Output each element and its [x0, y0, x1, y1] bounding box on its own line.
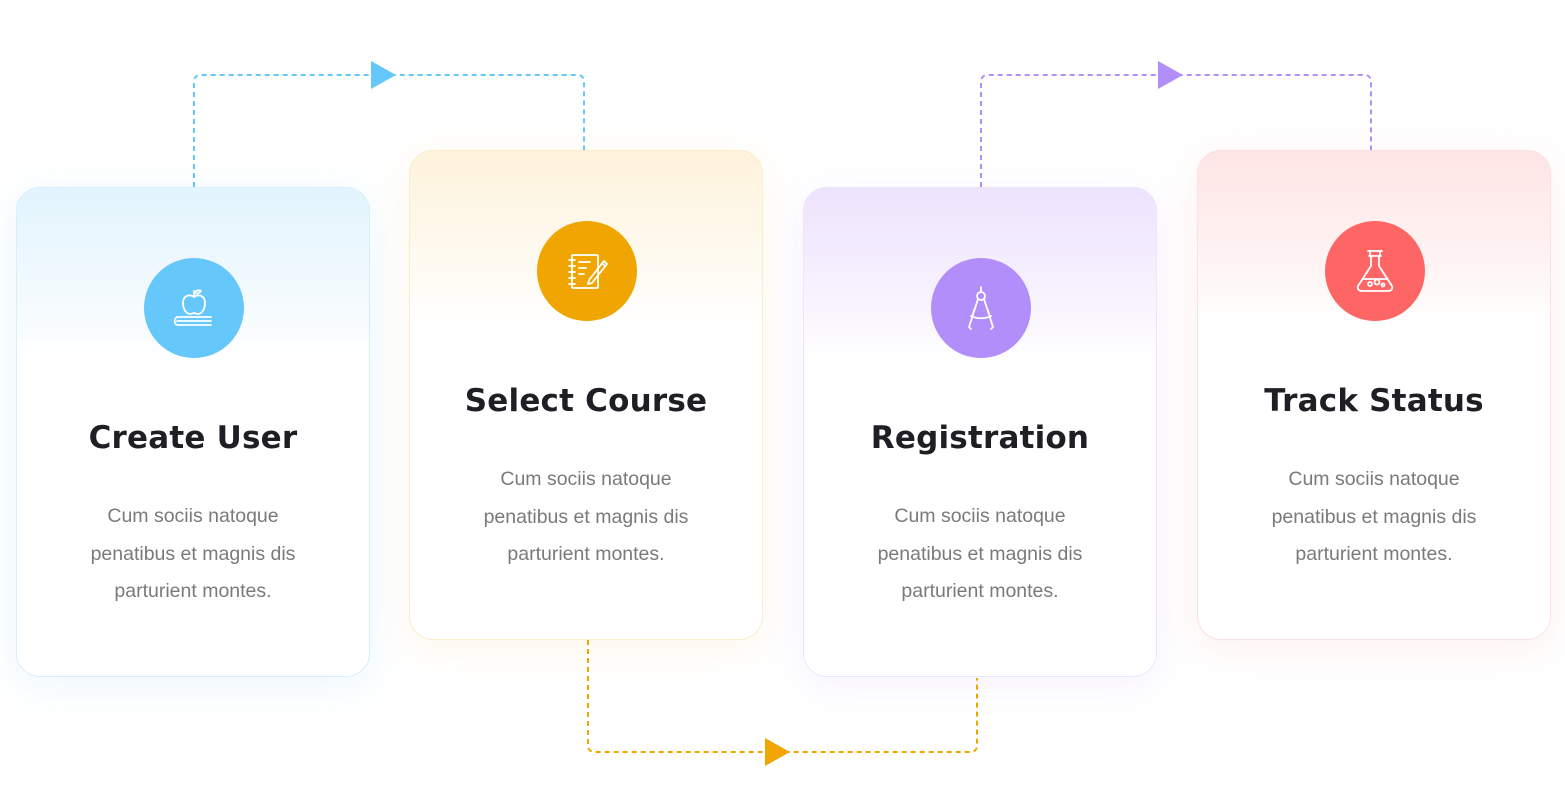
step-card-track-status[interactable]: Track Status Cum sociis natoque penatibu…: [1197, 150, 1551, 640]
arrow-right-icon: [371, 61, 396, 89]
step-title: Registration: [870, 420, 1090, 456]
step-icon-badge: [931, 258, 1031, 358]
step-icon-badge: [1325, 221, 1425, 321]
step-title: Create User: [88, 420, 298, 456]
step-description: Cum sociis natoque penatibus et magnis d…: [90, 505, 296, 602]
arrow-right-icon: [765, 738, 790, 766]
step-title: Track Status: [1264, 383, 1484, 419]
step-icon-badge: [144, 258, 244, 358]
step-card-select-course[interactable]: Select Course Cum sociis natoque penatib…: [409, 150, 763, 640]
drawing-compass-icon: [968, 286, 994, 330]
step-description: Cum sociis natoque penatibus et magnis d…: [1271, 468, 1477, 565]
apple-books-icon: [173, 289, 212, 326]
flask-icon: [1356, 250, 1394, 292]
step-title: Select Course: [464, 383, 708, 419]
step-description: Cum sociis natoque penatibus et magnis d…: [877, 505, 1083, 602]
step-description: Cum sociis natoque penatibus et magnis d…: [483, 468, 689, 565]
step-card-registration[interactable]: Registration Cum sociis natoque penatibu…: [803, 187, 1157, 677]
step-card-create-user[interactable]: Create User Cum sociis natoque penatibus…: [16, 187, 370, 677]
arrow-right-icon: [1158, 61, 1183, 89]
notepad-pencil-icon: [568, 254, 608, 289]
step-icon-badge: [537, 221, 637, 321]
